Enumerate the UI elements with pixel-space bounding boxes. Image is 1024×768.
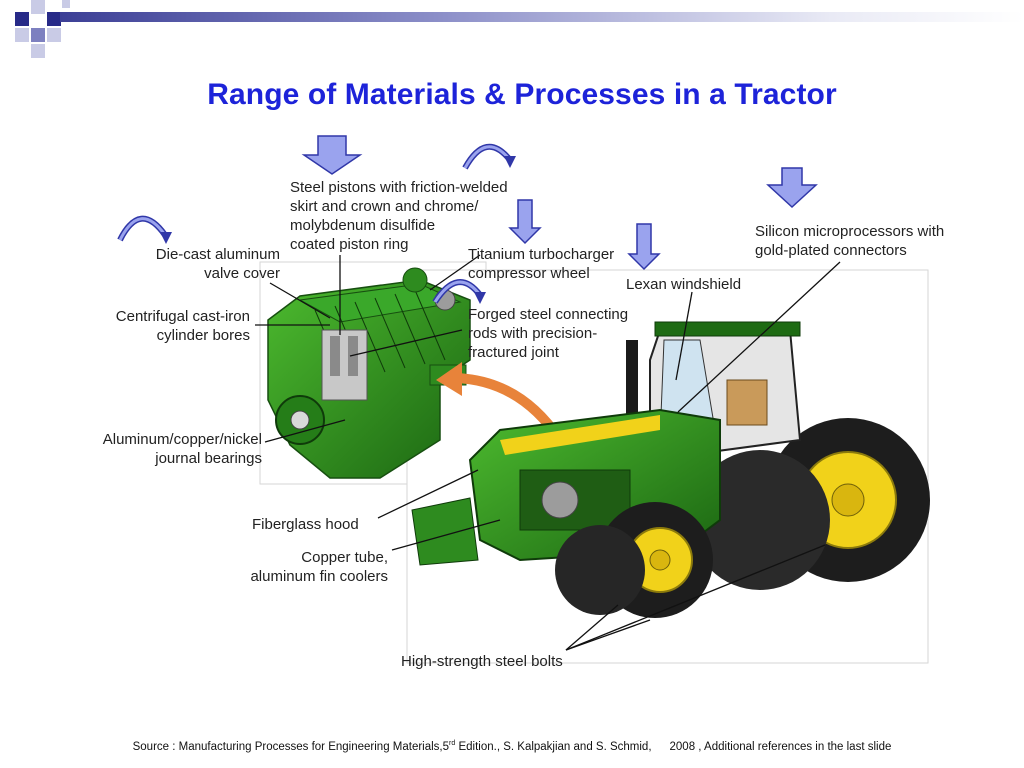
label-lexan-windshield: Lexan windshield	[626, 275, 741, 294]
label-line: journal bearings	[155, 450, 262, 467]
label-line: Forged steel connecting	[468, 306, 629, 323]
source-book: Manufacturing Processes for Engineering …	[178, 740, 450, 753]
label-line: Fiberglass hood	[252, 516, 359, 533]
label-line: skirt and crown and chrome/	[290, 198, 479, 215]
label-line: Die-cast aluminum	[155, 246, 280, 263]
label-line: coated piston ring	[290, 236, 409, 253]
source-authors: Edition., S. Kalpakjian and S. Schmid,	[455, 740, 652, 753]
slide-title: Range of Materials & Processes in a Trac…	[207, 78, 837, 111]
down-arrow	[301, 135, 363, 175]
corner-square	[15, 28, 29, 42]
source-extra: Additional references in the last slide	[701, 740, 892, 753]
leader-lines	[255, 254, 841, 651]
label-line: fractured joint	[468, 344, 559, 361]
corner-square	[62, 0, 70, 8]
label-line: compressor wheel	[468, 265, 590, 282]
tractor-illustration	[411, 321, 930, 618]
label-line: Copper tube,	[301, 549, 388, 566]
source-citation: Source : Manufacturing Processes for Eng…	[0, 740, 1024, 753]
label-line: Centrifugal cast-iron	[115, 308, 250, 325]
label-copper-tube: Copper tube, aluminum fin coolers	[200, 548, 388, 586]
label-forged-steel-rods: Forged steel connecting rods with precis…	[468, 305, 628, 362]
corner-squares-decoration	[15, 0, 70, 58]
label-line: Lexan windshield	[626, 276, 742, 293]
label-line: High-strength steel bolts	[401, 653, 563, 670]
label-line: rods with precision-	[468, 325, 598, 342]
down-arrow	[508, 199, 542, 245]
label-line: gold-plated connectors	[755, 242, 907, 259]
down-arrow	[766, 167, 818, 209]
yellow-stripe	[500, 415, 660, 455]
highlight-arrowhead	[436, 362, 462, 396]
down-arrow	[627, 223, 661, 271]
rear-tire-inner	[690, 450, 830, 590]
source-year: 2008 ,	[669, 740, 702, 753]
label-titanium-turbocharger: Titanium turbocharger compressor wheel	[468, 245, 614, 283]
label-line: Silicon microprocessors with	[755, 223, 945, 240]
top-gradient-bar	[60, 12, 1024, 22]
corner-square	[31, 0, 45, 14]
label-silicon-microprocessors: Silicon microprocessors with gold-plated…	[755, 222, 944, 260]
source-prefix: Source :	[132, 740, 176, 753]
corner-square	[47, 12, 61, 26]
corner-square	[31, 28, 45, 42]
label-line: Steel pistons with friction-welded	[290, 179, 508, 196]
label-die-cast-aluminum: Die-cast aluminum valve cover	[120, 245, 280, 283]
engine-illustration	[267, 267, 471, 479]
label-centrifugal-cast-iron: Centrifugal cast-iron cylinder bores	[80, 307, 250, 345]
label-journal-bearings: Aluminum/copper/nickel journal bearings	[70, 430, 262, 468]
source-superscript: rd	[449, 740, 456, 747]
label-fiberglass-hood: Fiberglass hood	[252, 515, 359, 534]
corner-square	[15, 12, 29, 26]
label-line: aluminum fin coolers	[250, 568, 388, 585]
corner-square	[31, 44, 45, 58]
label-steel-pistons: Steel pistons with friction-welded skirt…	[290, 178, 508, 254]
label-line: molybdenum disulfide	[290, 217, 436, 234]
label-line: valve cover	[204, 265, 280, 282]
corner-square	[47, 28, 61, 42]
label-line: cylinder bores	[156, 327, 250, 344]
label-line: Aluminum/copper/nickel	[102, 431, 262, 448]
label-steel-bolts: High-strength steel bolts	[401, 652, 563, 671]
front-weights	[411, 497, 479, 566]
label-line: Titanium turbocharger	[468, 246, 615, 263]
